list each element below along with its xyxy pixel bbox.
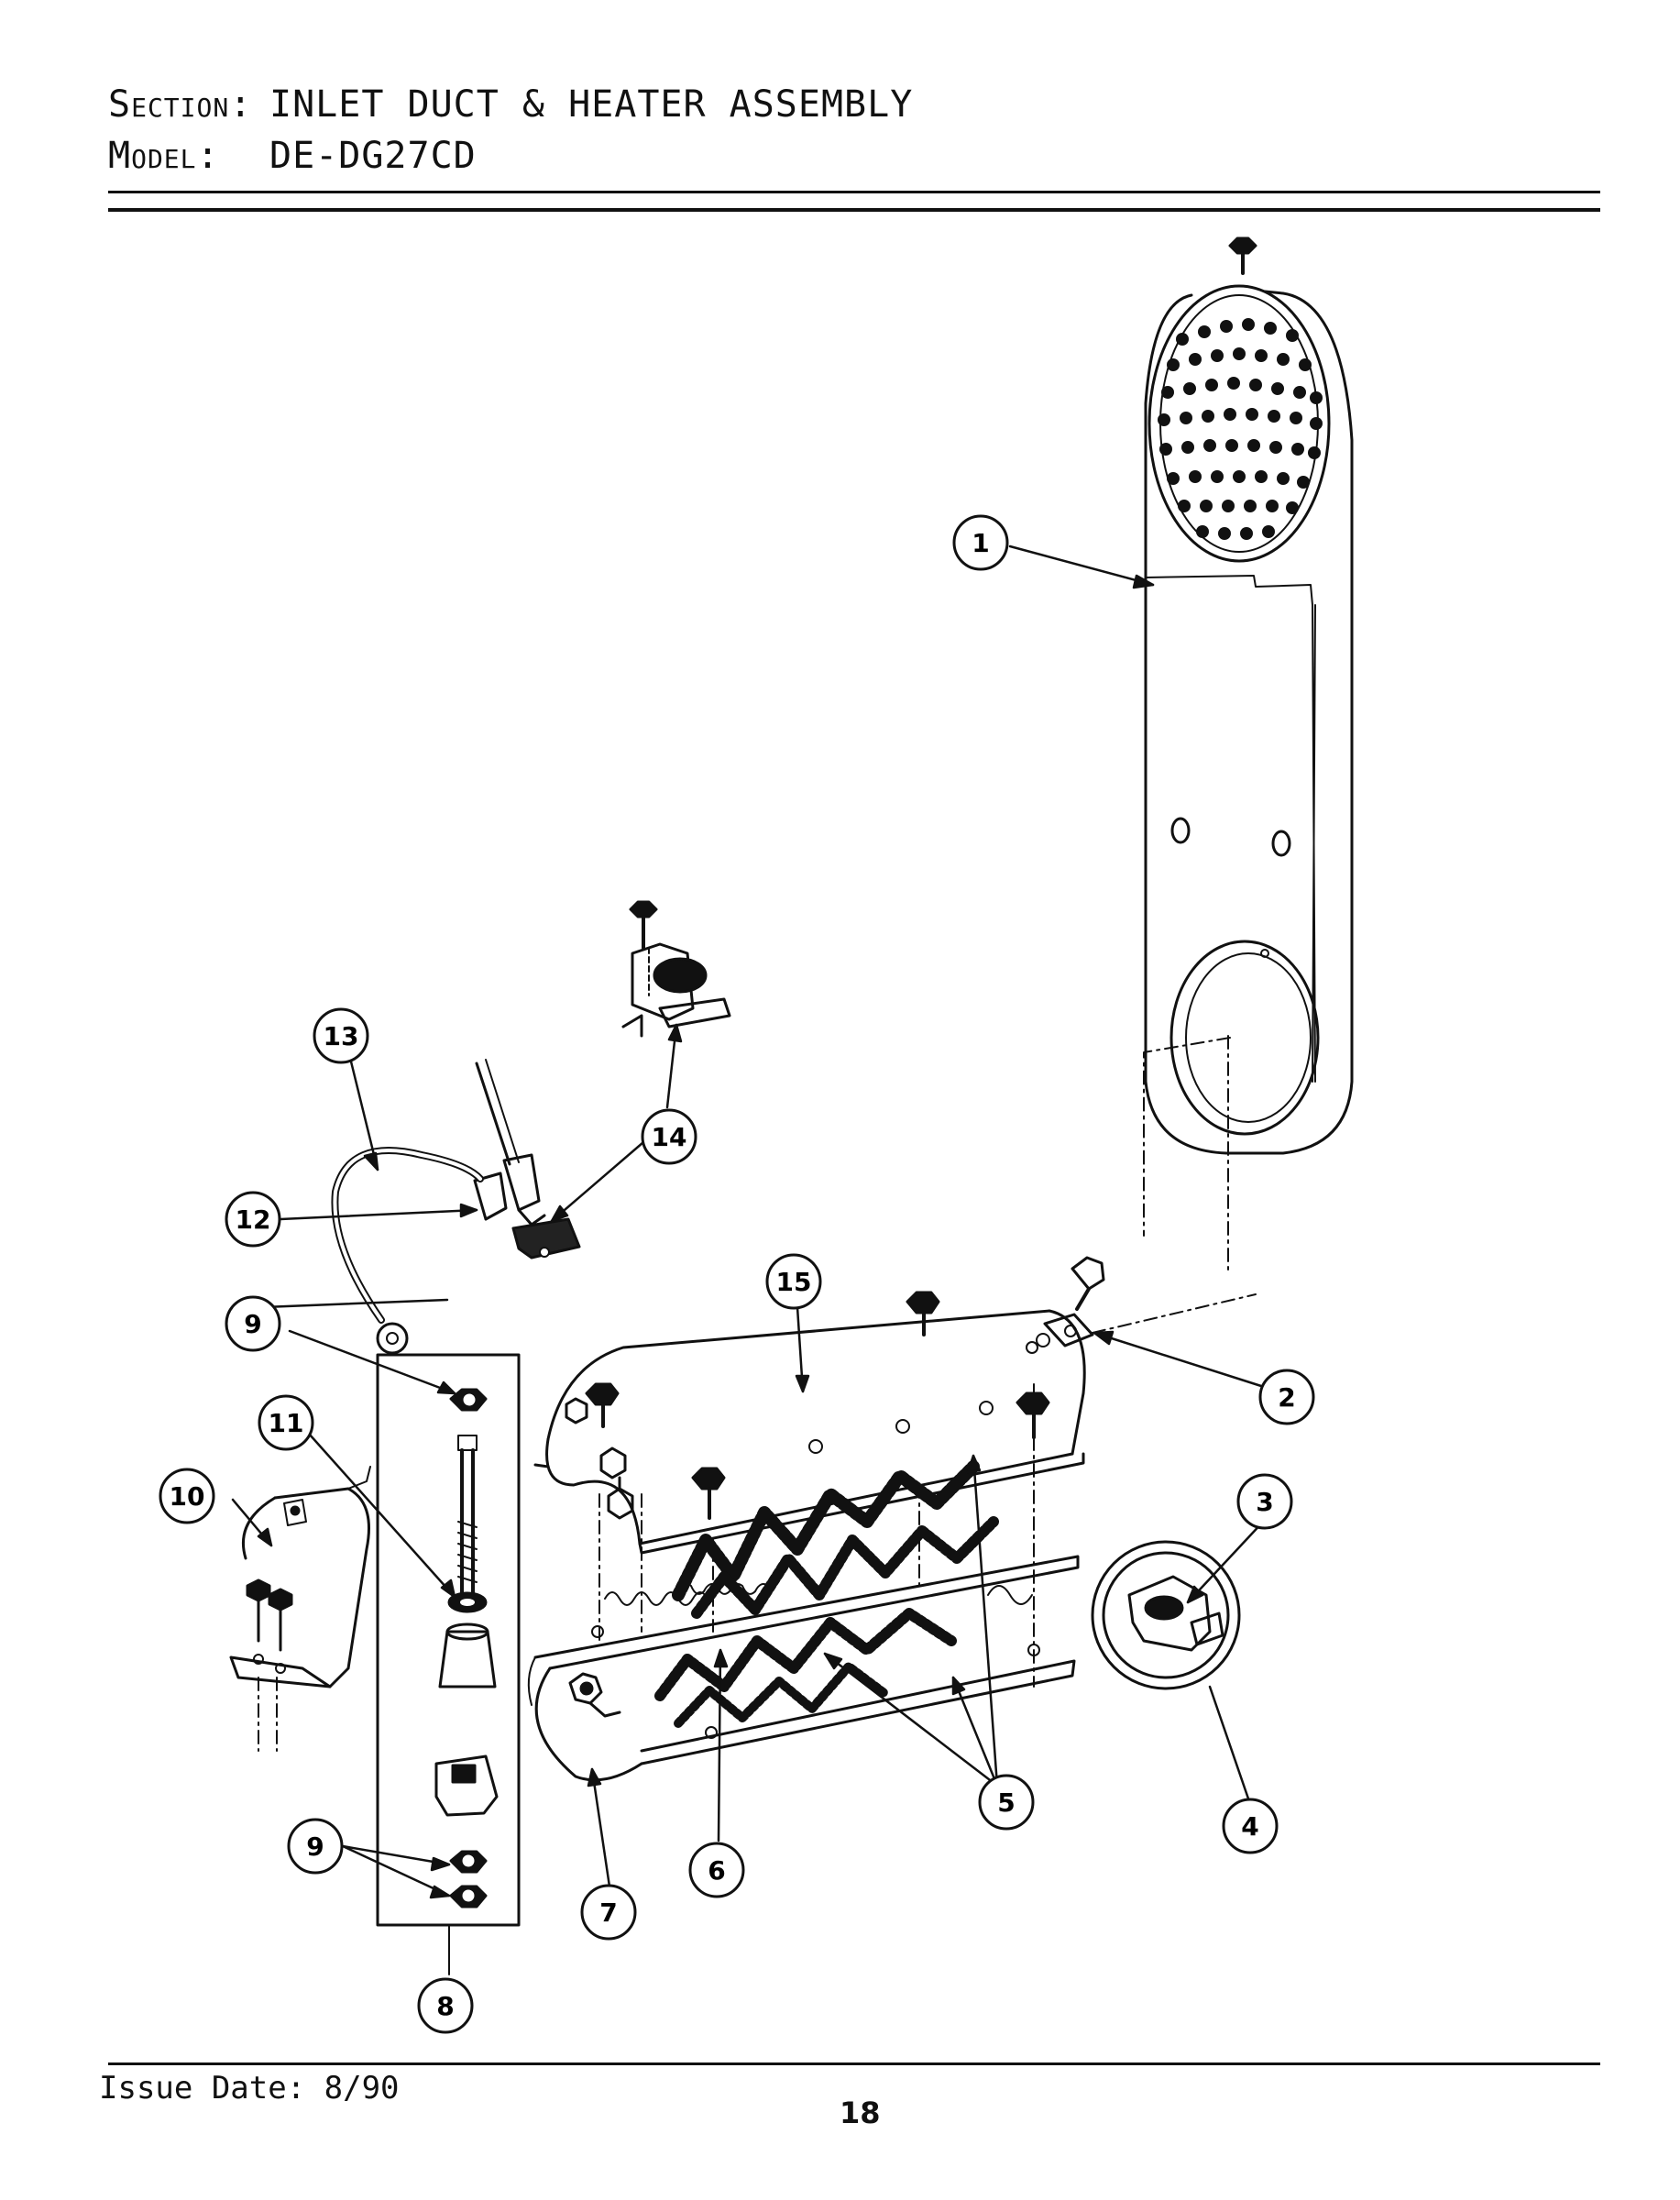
callout-13: 13 [313,1007,369,1064]
thermostat-disc-part-4 [1091,1540,1241,1690]
terminal-kit-box [376,1353,521,1975]
svg-text:9: 9 [306,1832,324,1862]
callout-6: 6 [688,1842,745,1898]
leader-lines [231,544,1267,1899]
svg-text:10: 10 [170,1481,205,1512]
ground-wire [331,1147,484,1355]
callout-4: 4 [1222,1798,1279,1854]
svg-text:12: 12 [236,1204,271,1235]
callout-9-top: 9 [225,1295,281,1352]
housing-screws [565,1291,1050,1520]
header-rule-bottom [108,208,1600,212]
terminal-post [568,1672,621,1718]
high-limit-thermostat [621,900,731,1038]
svg-text:9: 9 [244,1309,261,1339]
section-title: INLET DUCT & HEATER ASSEMBLY [269,83,914,126]
callout-3: 3 [1236,1473,1293,1530]
page-header: Section: INLET DUCT & HEATER ASSEMBLY Mod… [108,79,913,182]
heater-housing-lower [527,1555,1080,1782]
section-key: Section: [108,83,253,126]
issue-date: Issue Date: 8/90 [99,2070,400,2106]
header-rule-top [108,191,1600,193]
callout-10: 10 [159,1468,215,1524]
thermal-fuse-assembly [473,1059,581,1260]
callout-9-bottom: 9 [287,1818,344,1875]
svg-text:15: 15 [776,1267,812,1297]
mounting-clamp [229,1466,371,1688]
duct-top-screw [1228,236,1257,275]
svg-text:4: 4 [1241,1811,1258,1842]
callout-8: 8 [417,1977,474,2034]
callout-2: 2 [1258,1369,1315,1425]
svg-text:1: 1 [972,528,989,558]
svg-text:14: 14 [652,1122,687,1152]
svg-text:8: 8 [436,1991,454,2021]
bracket-part-2 [1026,1256,1257,1354]
svg-text:11: 11 [269,1408,304,1438]
heater-housing-upper [533,1309,1086,1555]
heating-coils [604,1460,1033,1728]
footer-rule [108,2062,1600,2065]
callout-7: 7 [580,1884,637,1941]
model-line: Model: DE-DG27CD [108,130,913,182]
model-number: DE-DG27CD [269,135,477,177]
callout-14: 14 [641,1108,697,1165]
svg-text:3: 3 [1256,1487,1273,1517]
svg-text:2: 2 [1278,1382,1295,1413]
terminal-kit-parts [434,1388,499,1908]
svg-text:13: 13 [324,1021,359,1051]
model-key: Model: [108,135,220,177]
callout-15: 15 [765,1253,822,1310]
svg-text:5: 5 [997,1788,1015,1818]
svg-text:6: 6 [708,1855,725,1886]
svg-text:7: 7 [599,1898,617,1928]
callout-markers: 1 2 3 4 5 6 7 8 9 9 10 11 12 13 14 15 [159,514,1315,2034]
callout-5: 5 [978,1774,1035,1831]
thermostat-part-3 [1127,1575,1224,1652]
callout-11: 11 [258,1394,314,1451]
duct-grille-holes [1158,318,1323,540]
callout-1: 1 [952,514,1009,571]
page-number: 18 [840,2096,881,2130]
section-line: Section: INLET DUCT & HEATER ASSEMBLY [108,79,913,130]
callout-12: 12 [225,1191,281,1248]
